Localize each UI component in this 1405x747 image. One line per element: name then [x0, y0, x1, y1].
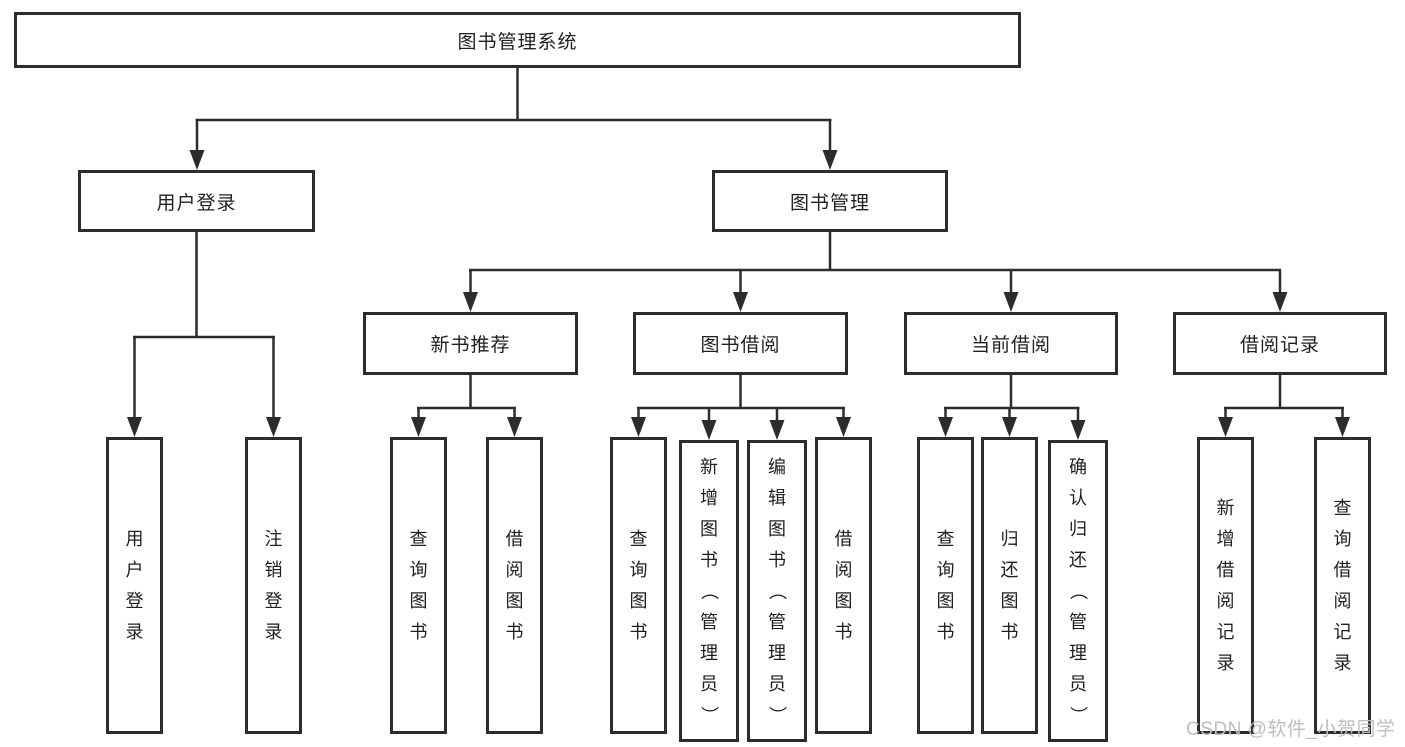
- leaf-label: 查询借阅记录: [1333, 498, 1352, 673]
- node-borrowing-records: 借阅记录: [1173, 312, 1387, 375]
- leaf-confirm-return-admin: 确认归还（管理员）: [1048, 440, 1108, 742]
- leaf-query-books-borrowing: 查询图书: [610, 437, 667, 734]
- node-label: 图书管理: [789, 192, 870, 214]
- leaf-label: 注销登录: [264, 529, 283, 642]
- leaf-label: 新增图书（管理员）: [699, 457, 719, 724]
- leaf-query-books-current: 查询图书: [917, 437, 974, 734]
- csdn-watermark: CSDN @软件_小贺同学: [1186, 719, 1396, 740]
- leaf-label: 借阅图书: [834, 529, 853, 642]
- node-label: 当前借阅: [970, 335, 1051, 356]
- node-book-borrowing: 图书借阅: [633, 312, 848, 375]
- leaf-logout: 注销登录: [245, 437, 302, 734]
- leaf-add-borrow-record: 新增借阅记录: [1197, 437, 1254, 734]
- leaf-label: 查询图书: [629, 529, 648, 642]
- leaf-borrow-books-recommend: 借阅图书: [486, 437, 543, 734]
- leaf-label: 新增借阅记录: [1216, 498, 1235, 673]
- node-label: 借阅记录: [1239, 335, 1320, 356]
- node-label: 用户登录: [156, 192, 237, 214]
- leaf-query-borrow-record: 查询借阅记录: [1314, 437, 1371, 734]
- node-label: 新书推荐: [430, 335, 511, 356]
- leaf-label: 借阅图书: [505, 529, 524, 642]
- leaf-query-books-recommend: 查询图书: [390, 437, 447, 734]
- node-user-login: 用户登录: [78, 170, 315, 232]
- leaf-label: 归还图书: [1000, 529, 1019, 642]
- leaf-label: 查询图书: [409, 529, 428, 642]
- node-library-management-system: 图书管理系统: [14, 12, 1021, 68]
- leaf-label: 查询图书: [936, 529, 955, 642]
- leaf-return-books: 归还图书: [981, 437, 1038, 734]
- leaf-label: 用户登录: [125, 529, 144, 642]
- node-book-management: 图书管理: [712, 170, 948, 232]
- leaf-borrow-books-borrowing: 借阅图书: [815, 437, 872, 734]
- arrowheads: [127, 150, 1350, 440]
- node-label: 图书借阅: [700, 335, 781, 356]
- leaf-add-book-admin: 新增图书（管理员）: [679, 440, 739, 742]
- leaf-user-login: 用户登录: [106, 437, 163, 734]
- leaf-label: 编辑图书（管理员）: [767, 457, 787, 724]
- node-label: 图书管理系统: [457, 31, 578, 53]
- leaf-label: 确认归还（管理员）: [1068, 457, 1088, 724]
- node-new-book-recommend: 新书推荐: [363, 312, 578, 375]
- node-current-borrowing: 当前借阅: [904, 312, 1118, 375]
- leaf-edit-book-admin: 编辑图书（管理员）: [747, 440, 807, 742]
